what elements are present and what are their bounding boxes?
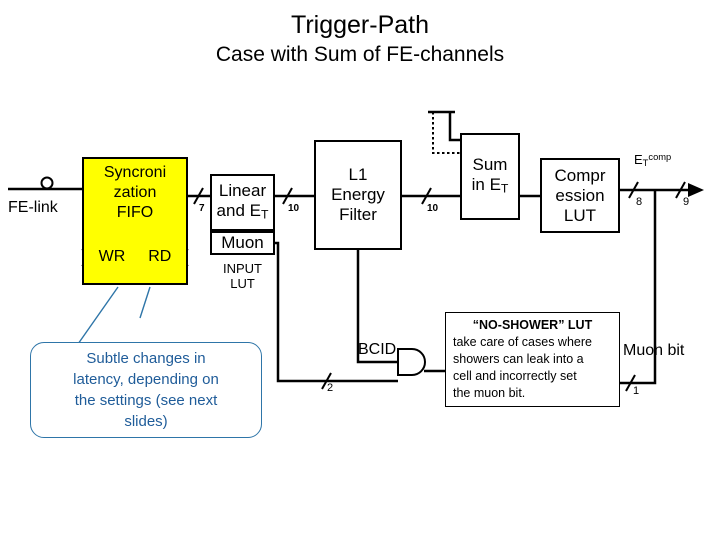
callout-line4: slides) [124,413,168,430]
callout-line3: the settings (see next [74,392,218,409]
input-lut-caption-line2: LUT [230,276,255,291]
input-lut-caption-line1: INPUT [223,261,262,276]
fifo-rd-label: RD [148,248,172,265]
sync-fifo-block[interactable] [82,157,188,285]
no-shower-body-line2: showers can leak into a [453,352,584,366]
sum-label-line1: Sum [472,154,508,174]
callout-line1: Subtle changes in [86,350,206,367]
bus-label-9: 9 [683,196,690,208]
l1-energy-filter-block[interactable]: L1 Energy Filter [314,140,402,250]
no-shower-body-line1: take care of cases where [453,335,592,349]
muon-bit-label: Muon bit [623,342,685,359]
latency-callout-text: Subtle changes in latency, depending on … [65,348,227,432]
bus-label-10-b: 10 [427,203,439,214]
bus-label-1: 1 [633,385,640,397]
linear-et-label-line1: Linear [218,180,267,200]
compression-lut-block[interactable]: Compr ession LUT [540,158,620,233]
sum-in-et-label: Sum in ET [472,155,509,199]
compression-lut-label: Compr ession LUT [554,166,605,226]
bus-label-7: 7 [199,203,205,214]
and-gate-icon [397,348,426,376]
fe-link-connector-icon [40,176,54,190]
fifo-wr-label: WR [98,248,126,265]
bcid-label: BCID [358,341,397,358]
no-shower-lut-body: take care of cases where showers can lea… [453,334,612,402]
sync-fifo-label: Syncroni zation FIFO [84,163,186,223]
page-title: Trigger-Path [290,11,429,39]
et-comp-output-label: ETcomp [634,152,672,169]
sync-fifo-label-line2: zation [113,184,157,201]
no-shower-body-line4: the muon bit. [453,386,526,400]
bus-label-8: 8 [636,196,643,208]
sync-fifo-label-line3: FIFO [116,204,154,221]
sum-in-et-block[interactable]: Sum in ET [460,133,520,220]
bus-label-10-a: 10 [288,203,300,214]
linear-et-label-line2: and ET [216,200,269,222]
no-shower-lut-title: “NO-SHOWER” LUT [472,318,593,332]
compr-label-line2: ession [555,185,605,205]
l1-energy-filter-label: L1 Energy Filter [331,165,385,225]
linear-et-block[interactable]: Linear and ET [210,174,275,231]
no-shower-lut-block[interactable]: “NO-SHOWER” LUT take care of cases where… [445,312,620,407]
sync-fifo-label-line1: Syncroni [103,164,167,181]
latency-callout: Subtle changes in latency, depending on … [30,342,262,438]
muon-label: Muon [221,233,264,252]
input-lut-caption: INPUT LUT [210,261,275,291]
compr-label-line1: Compr [554,165,606,185]
fifo-wr-rd-labels: WR RD [84,248,186,266]
l1-label-line2: Energy [331,185,385,204]
fe-link-label: FE-link [8,199,58,216]
bus-label-2: 2 [327,382,334,394]
muon-block[interactable]: Muon [210,231,275,255]
linear-et-label: Linear and ET [217,181,269,225]
page-subtitle: Case with Sum of FE-channels [215,43,505,66]
compr-label-line3: LUT [563,205,597,225]
callout-line2: latency, depending on [73,371,219,388]
l1-label-line1: L1 [348,165,368,184]
sum-label-line2: in ET [471,174,509,196]
no-shower-body-line3: cell and incorrectly set [453,369,577,383]
output-arrowhead [688,183,704,197]
l1-label-line3: Filter [339,205,377,224]
